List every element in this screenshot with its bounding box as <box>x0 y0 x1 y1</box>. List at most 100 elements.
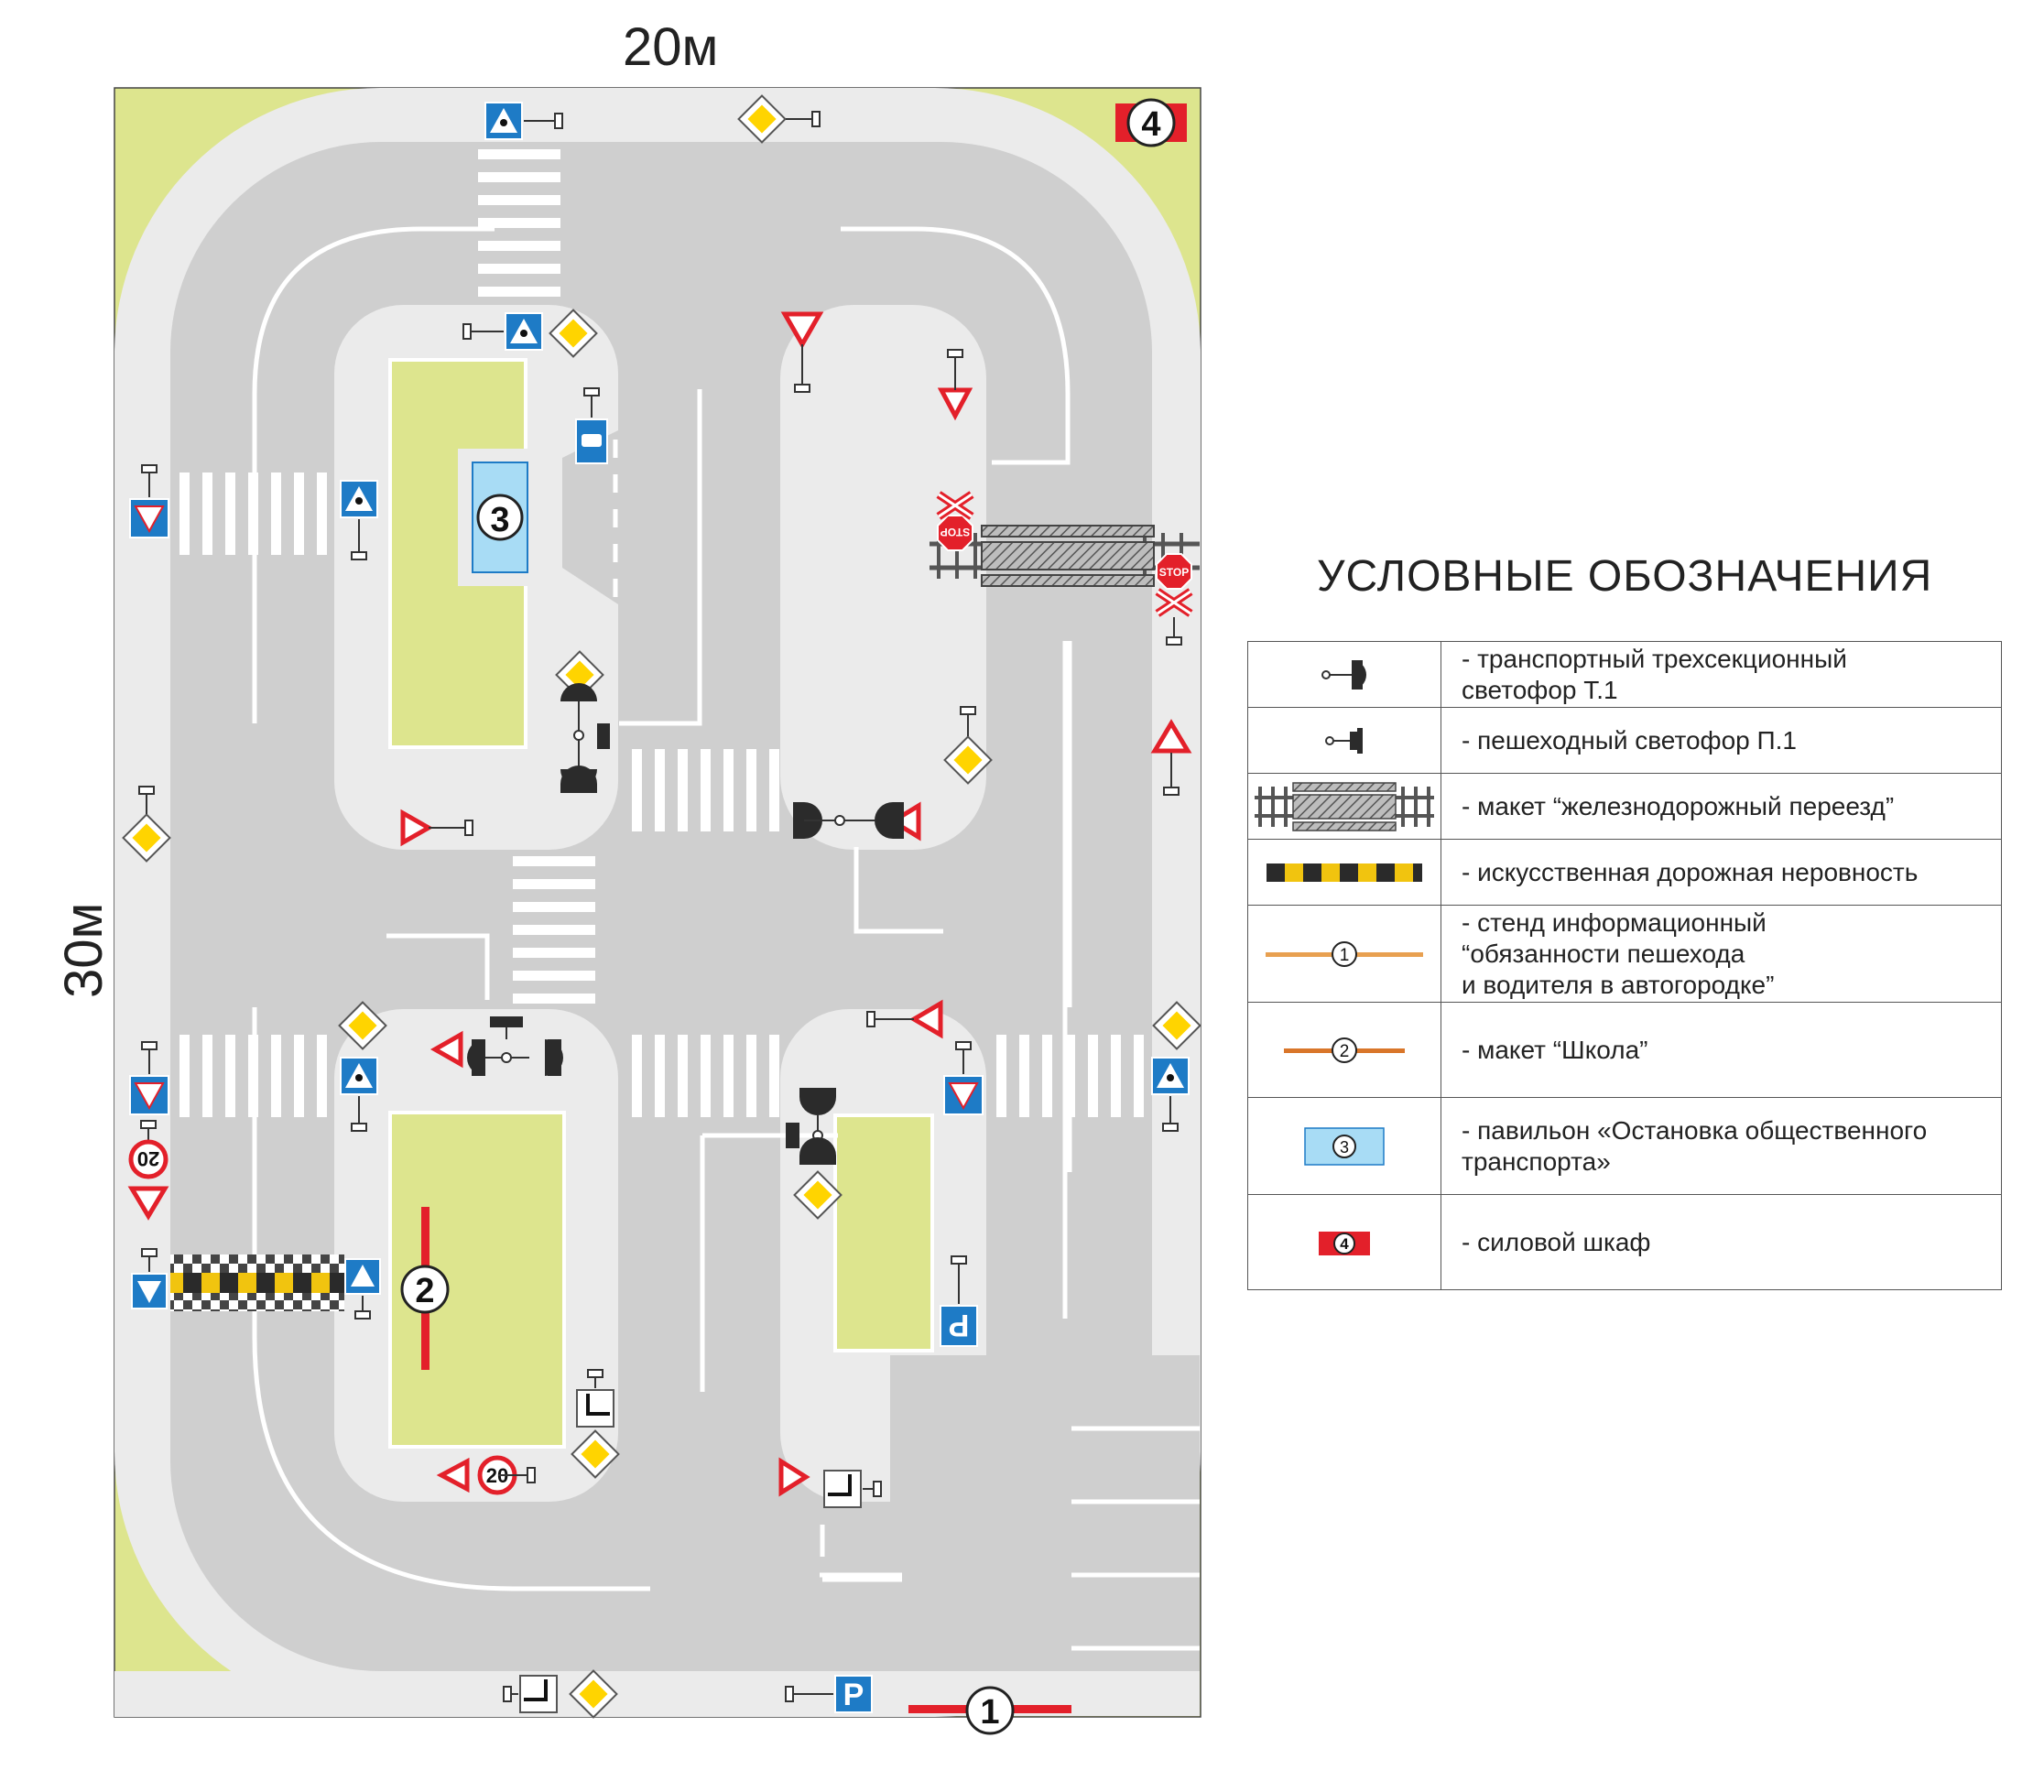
crosswalk-center-upper <box>632 749 779 831</box>
crosswalk-left-upper <box>179 472 327 555</box>
speed-bump-sign-icon <box>131 1248 168 1309</box>
outer-lane-line <box>252 226 1072 1591</box>
right-sidewalk-strip <box>1152 641 1200 1355</box>
children-warning-icon <box>436 1457 470 1493</box>
priority-road-sign-icon <box>793 1170 843 1220</box>
pedestrian-crossing-sign-icon <box>340 1057 378 1132</box>
legend-row: 4 - силовой шкаф <box>1247 1194 2002 1290</box>
legend-symbol: 3 <box>1247 1097 1441 1195</box>
legend-symbol <box>1247 707 1441 774</box>
legend-text: - макет “железнодорожный переезд” <box>1441 773 2002 840</box>
railway-cross-sign-icon <box>1155 588 1193 646</box>
legend-symbol <box>1247 839 1441 906</box>
crosswalk-left-lower <box>179 1035 327 1117</box>
railway-cross-sign-icon <box>936 491 974 520</box>
crosswalk-top <box>478 149 560 297</box>
legend-row: 2 - макет “Школа” <box>1247 1002 2002 1098</box>
priority-road-sign-icon <box>1152 1001 1201 1050</box>
railway-crossing-icon <box>1255 781 1434 831</box>
legend-row: 1 - стенд информационный “обязанности пе… <box>1247 905 2002 1003</box>
block-bottom-right <box>780 1009 986 1502</box>
stop-sign-label: STOP <box>1159 566 1189 579</box>
level-crossing-warning-icon <box>1150 719 1192 796</box>
traffic-light-icon <box>793 802 904 839</box>
priority-road-sign-icon <box>943 706 993 785</box>
power-cabinet-icon: 4 <box>1319 1231 1370 1255</box>
block-bottom-left <box>334 1009 618 1502</box>
children-sign-icon <box>129 1041 169 1115</box>
speed-bump <box>170 1254 344 1311</box>
legend-row: 3 - павильон «Остановка общественного тр… <box>1247 1097 2002 1195</box>
legend-text: - макет “Школа” <box>1441 1002 2002 1098</box>
marker-3: 3 <box>490 501 509 539</box>
power-cabinet: 4 <box>1115 98 1187 147</box>
bus-stop-sign-icon <box>575 387 608 464</box>
legend-symbol: 2 <box>1247 1002 1441 1098</box>
stop-sign-icon: STOP <box>937 515 973 551</box>
traffic-light-icon <box>467 1016 563 1076</box>
legend-symbol <box>1247 641 1441 708</box>
legend-text: - стенд информационный “обязанности пеше… <box>1441 905 2002 1003</box>
lane-markings <box>386 389 1200 1651</box>
parking-sign-label: P <box>949 1308 970 1342</box>
legend-number-1: 1 <box>1340 946 1350 965</box>
legend-symbol: 1 <box>1247 905 1441 1003</box>
traffic-light-icon <box>1321 659 1366 690</box>
traffic-light-icon <box>560 683 610 793</box>
speed-limit-sign-icon: 20 <box>477 1455 536 1495</box>
legend-row: - макет “железнодорожный переезд” <box>1247 773 2002 840</box>
legend-row: - пешеходный светофор П.1 <box>1247 707 2002 774</box>
speed-bump-icon <box>1267 863 1422 882</box>
traffic-light-icon <box>786 1088 836 1165</box>
priority-road-sign-icon <box>571 1429 620 1479</box>
pedestrian-crossing-sign-icon <box>462 312 543 351</box>
legend-title: УСЛОВНЫЕ ОБОЗНАЧЕНИЯ <box>1317 552 1933 601</box>
info-stand: 1 <box>908 1686 1071 1735</box>
legend-text: - пешеходный светофор П.1 <box>1441 707 2002 774</box>
dimension-width-label: 20м <box>623 17 719 77</box>
yield-signs <box>127 311 1192 1497</box>
traffic-lights <box>467 683 904 1165</box>
crosswalk-center-lower <box>632 1035 779 1117</box>
priority-road-signs <box>122 94 1201 1719</box>
school-model: 2 <box>400 1207 450 1370</box>
legend-number-2: 2 <box>1340 1042 1350 1061</box>
block-top-right <box>780 305 986 850</box>
legend-text: - силовой шкаф <box>1441 1194 2002 1290</box>
legend-row: - транспортный трехсекционный светофор Т… <box>1247 641 2002 708</box>
priority-road-sign-icon <box>569 1669 618 1719</box>
children-sign-icon <box>129 464 169 538</box>
legend-text: - транспортный трехсекционный светофор Т… <box>1441 641 2002 708</box>
legend-number-4: 4 <box>1340 1235 1349 1253</box>
stop-sign-icon: STOP <box>1156 553 1192 590</box>
legend-number-3: 3 <box>1340 1138 1349 1157</box>
pedestrian-zone-sign-icon <box>576 1369 614 1428</box>
blue-signs: P P <box>129 102 1190 1713</box>
dimension-height-label: 30м <box>54 902 114 998</box>
speed-limit-label: 20 <box>137 1147 159 1170</box>
crosswalks <box>179 149 1144 1117</box>
stop-signs: STOP STOP <box>936 491 1193 646</box>
yield-sign-icon <box>400 809 473 847</box>
marker-4: 4 <box>1141 105 1160 144</box>
yield-sign-icon <box>429 1030 463 1069</box>
parking-sign-label: P <box>843 1678 864 1712</box>
yield-sign-icon <box>780 311 824 393</box>
pedestrian-zone-sign-icon <box>503 1675 558 1713</box>
parking-sign-icon: P <box>785 1675 873 1713</box>
stop-sign-label: STOP <box>940 526 970 538</box>
yield-sign-icon <box>888 801 921 842</box>
school-model-icon: 2 <box>1284 1037 1405 1063</box>
legend-symbol: 4 <box>1247 1194 1441 1290</box>
yield-sign-icon <box>866 999 943 1039</box>
speed-limit-signs: 20 20 <box>128 1139 536 1495</box>
speed-bump-sign-icon <box>344 1258 381 1320</box>
misc-white-signs <box>503 1369 882 1713</box>
railway-crossing <box>930 525 1200 587</box>
pedestrian-crossing-sign-icon <box>1151 1057 1190 1132</box>
info-stand-icon: 1 <box>1266 940 1423 967</box>
yield-sign-icon <box>778 1457 810 1497</box>
legend-symbol <box>1247 773 1441 840</box>
pedestrian-crossing-sign-icon <box>484 102 563 140</box>
priority-road-sign-icon <box>338 1001 387 1050</box>
